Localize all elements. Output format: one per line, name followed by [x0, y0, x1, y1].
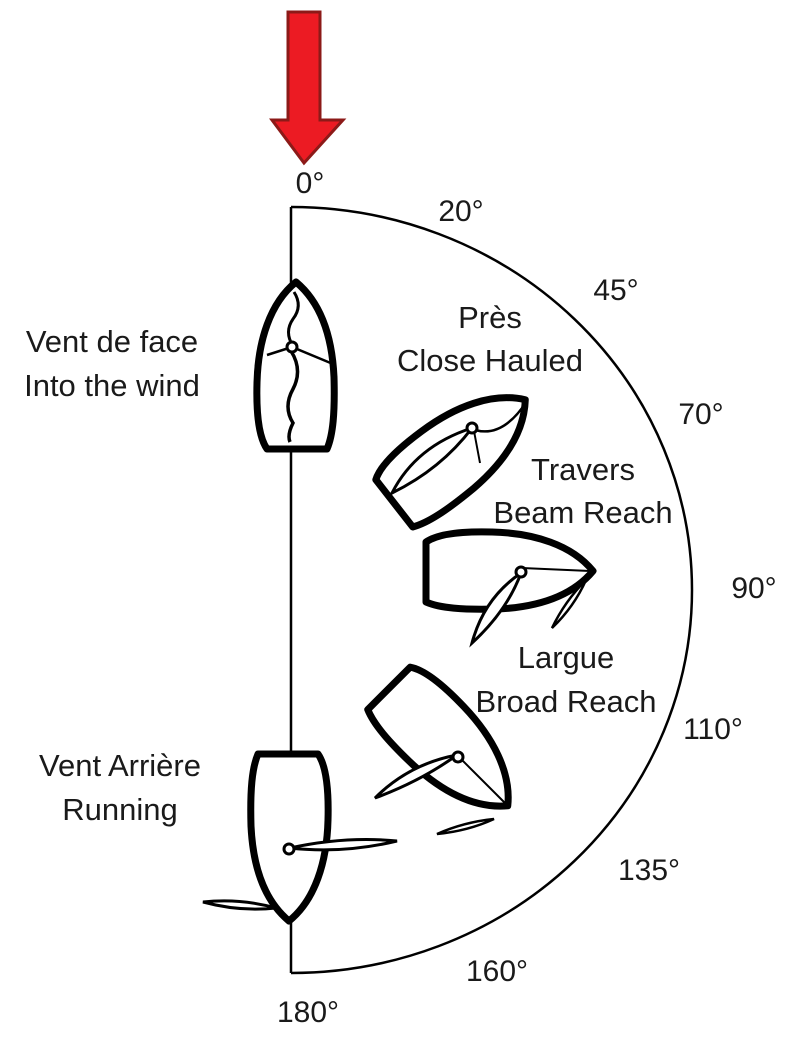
boat-running	[202, 754, 398, 921]
angle-label-180: 180°	[277, 996, 339, 1029]
forestay-line	[521, 567, 591, 572]
boat-into-the-wind	[257, 282, 334, 449]
angle-label-45: 45°	[593, 274, 638, 307]
jib	[550, 579, 588, 629]
label-broad-reach: Largue Broad Reach	[476, 640, 657, 719]
boat-beam-reach	[426, 532, 593, 648]
angle-label-135: 135°	[618, 854, 680, 887]
label-beam-reach-en: Beam Reach	[493, 495, 672, 530]
mast	[451, 750, 465, 764]
angle-arc	[290, 205, 694, 975]
label-running-en: Running	[62, 792, 177, 827]
wind-arrow-icon	[269, 10, 347, 166]
mast	[514, 565, 528, 579]
mast	[285, 340, 299, 354]
angle-label-20: 20°	[438, 195, 483, 228]
label-running: Vent Arrière Running	[39, 748, 201, 827]
label-close-hauled: Près Close Hauled	[397, 300, 583, 378]
jib	[474, 400, 529, 433]
jib	[436, 817, 495, 836]
boat-broad-reach	[363, 660, 536, 834]
angle-label-110: 110°	[683, 713, 743, 746]
label-beam-reach: Travers Beam Reach	[493, 452, 672, 530]
sheet-line	[473, 430, 481, 464]
label-into-the-wind: Vent de face Into the wind	[24, 324, 200, 403]
angle-label-90: 90°	[731, 572, 776, 605]
label-into-the-wind-en: Into the wind	[24, 368, 200, 403]
label-broad-reach-fr: Largue	[518, 640, 615, 675]
mainsail	[469, 569, 525, 648]
hull	[251, 754, 328, 921]
mast	[282, 842, 296, 856]
label-close-hauled-en: Close Hauled	[397, 343, 583, 378]
forestay-line	[458, 756, 507, 805]
label-close-hauled-fr: Près	[458, 300, 522, 335]
label-running-fr: Vent Arrière	[39, 748, 201, 783]
label-beam-reach-fr: Travers	[531, 452, 635, 487]
label-into-the-wind-fr: Vent de face	[26, 324, 198, 359]
label-broad-reach-en: Broad Reach	[476, 684, 657, 719]
luffing-mainsail	[286, 350, 300, 443]
boat-close-hauled	[370, 369, 549, 533]
angle-label-70: 70°	[678, 398, 723, 431]
luffing-jib	[287, 291, 300, 347]
poled-out-jib	[202, 899, 277, 911]
mainsail	[373, 753, 458, 800]
mainsail-boom	[289, 838, 398, 852]
mast	[465, 421, 479, 435]
angle-label-0: 0°	[296, 167, 325, 200]
mainsail	[388, 425, 477, 497]
angle-label-160: 160°	[466, 955, 528, 988]
